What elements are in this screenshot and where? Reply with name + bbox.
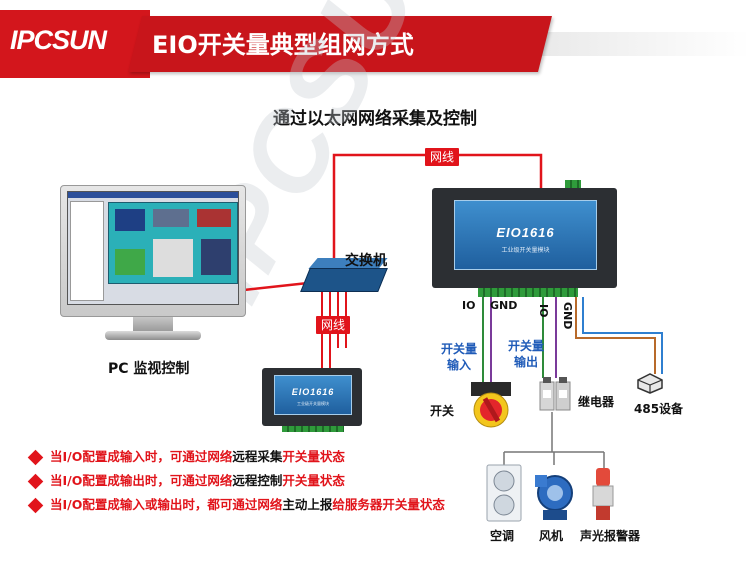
pin-gnd-input-label: GND — [490, 299, 518, 312]
air-conditioner-icon — [486, 464, 522, 522]
rs485-device-label: 485设备 — [634, 402, 684, 416]
pc-monitor-label: PC 监视控制 — [108, 361, 190, 377]
header-banner: IPCSUN EIO开关量典型组网方式 — [0, 10, 750, 78]
brand-logo: IPCSUN — [10, 25, 107, 55]
fan-label: 风机 — [539, 529, 564, 543]
monitor-neck — [133, 317, 173, 331]
fan-icon — [535, 475, 573, 520]
alarm-label: 声光报警器 — [580, 529, 641, 543]
bullet-diamond-icon — [27, 473, 44, 490]
switch-label: 交换机 — [345, 253, 387, 269]
rs485-line-orange — [575, 297, 656, 374]
pin-io-output-label: IO — [537, 304, 550, 318]
notes-list: 当I/O配置成输入时，可通过网络远程采集开关量状态 当I/O配置成输出时，可通过… — [27, 447, 488, 515]
eio-module-secondary-face: EIO1616 工业级开关量模块 — [274, 375, 352, 415]
software-title-bar — [68, 192, 238, 198]
brand-bar — [0, 10, 150, 78]
pc-monitor — [60, 185, 246, 317]
page-title: EIO开关量典型组网方式 — [152, 31, 414, 59]
sound-light-alarm-icon — [592, 468, 614, 520]
title-bar-shadow — [535, 32, 750, 56]
note-report: 当I/O配置成输入或输出时，都可通过网络主动上报给服务器开关量状态 — [27, 495, 488, 515]
pin-io-input-label: IO — [462, 299, 476, 312]
bullet-diamond-icon — [27, 497, 44, 514]
network-switch — [300, 268, 388, 292]
pin-gnd-output-label: GND — [561, 302, 574, 330]
bullet-diamond-icon — [27, 449, 44, 466]
network-cable-label-top: 网线 — [425, 148, 460, 166]
note-input: 当I/O配置成输入时，可通过网络远程采集开关量状态 — [27, 447, 488, 467]
switch-input-label: 开关量 输入 — [441, 342, 478, 372]
eio-io-terminal-block — [478, 288, 578, 297]
eio-secondary-subtitle-label: 工业级开关量模块 — [297, 401, 329, 406]
software-tree-panel — [70, 201, 104, 301]
monitor-screen — [67, 191, 239, 305]
eio-top-terminal — [565, 180, 581, 189]
eio-secondary-model-label: EIO1616 — [291, 387, 335, 397]
switch-output-label: 开关量 输出 — [508, 339, 545, 369]
switch-device-label: 开关 — [430, 404, 455, 418]
rotary-switch-icon — [471, 382, 511, 428]
relay-icon — [539, 377, 571, 411]
eio-subtitle-label: 工业级开关量模块 — [501, 247, 550, 254]
eio-module-main: EIO1616 工业级开关量模块 — [432, 188, 617, 288]
network-cable-label-mid: 网线 — [316, 316, 351, 334]
note-output: 当I/O配置成输出时，可通过网络远程控制开关量状态 — [27, 471, 488, 491]
relay-label: 继电器 — [578, 395, 615, 409]
network-cable-pc — [243, 281, 309, 292]
monitor-stand — [105, 331, 201, 340]
eio-module-secondary: EIO1616 工业级开关量模块 — [262, 368, 362, 426]
diagram-subtitle: 通过以太网网络采集及控制 — [273, 109, 477, 129]
air-conditioner-label: 空调 — [490, 529, 515, 543]
eio-model-label: EIO1616 — [496, 225, 555, 240]
rs485-device-icon — [637, 373, 663, 394]
eio-secondary-terminal-block — [282, 426, 344, 432]
eio-module-face: EIO1616 工业级开关量模块 — [454, 200, 597, 270]
software-scada-panel — [108, 202, 238, 284]
rs485-line-blue — [582, 297, 663, 374]
relay-load-line — [503, 412, 605, 468]
